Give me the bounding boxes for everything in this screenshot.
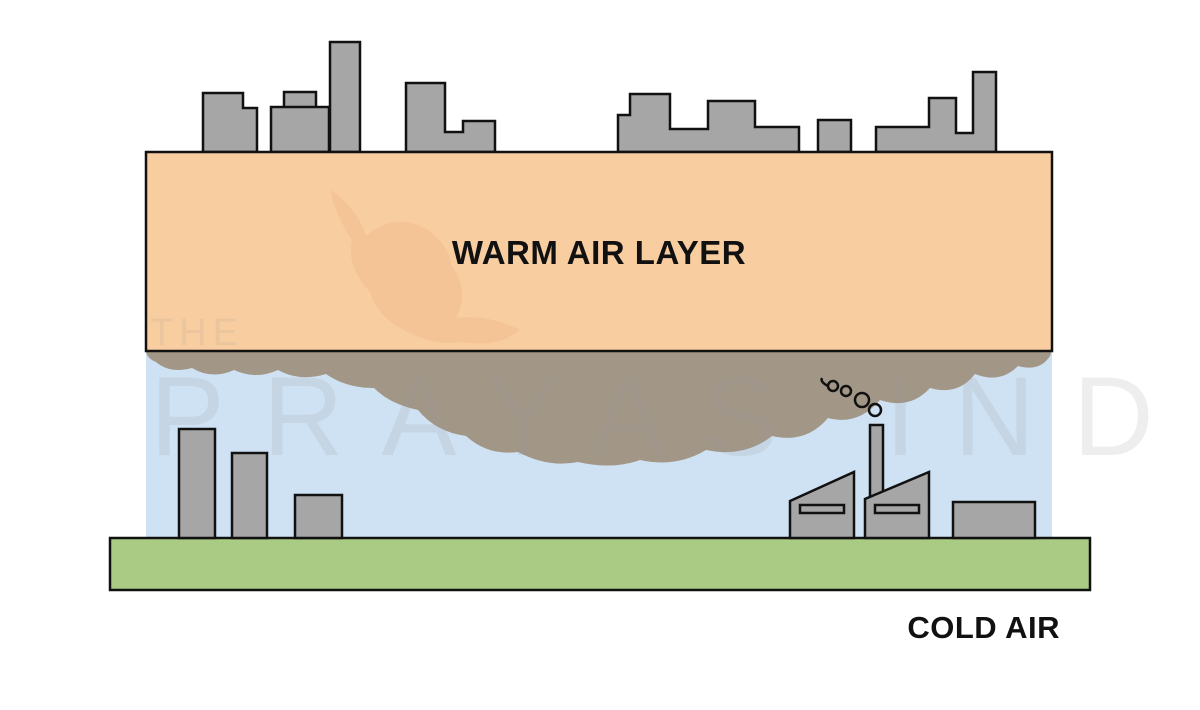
factory xyxy=(788,423,931,540)
factory-window xyxy=(873,503,921,515)
building xyxy=(404,81,497,154)
smoke-puff xyxy=(867,402,883,418)
building xyxy=(230,451,269,540)
smoke-puff xyxy=(839,384,853,398)
warm-air-layer-label: WARM AIR LAYER xyxy=(451,234,747,271)
building xyxy=(282,90,318,110)
building xyxy=(201,91,259,154)
factory-window xyxy=(798,503,846,515)
trapped-smog-cloud xyxy=(146,350,1052,466)
ground-buildings xyxy=(177,427,1037,540)
chimney-smoke xyxy=(820,377,883,418)
cold-air-label: COLD AIR xyxy=(907,610,1060,645)
building xyxy=(616,92,801,154)
watermark-text: PRAYAS INDIA xyxy=(150,354,1200,479)
building xyxy=(951,500,1037,540)
building xyxy=(328,40,362,154)
smoke-curl xyxy=(820,377,829,388)
watermark-emblem-shape xyxy=(330,190,520,344)
warm-air-layer xyxy=(144,150,1054,353)
building xyxy=(177,427,217,540)
building xyxy=(269,105,331,154)
building xyxy=(874,70,998,154)
watermark-text-the: THE xyxy=(150,312,244,354)
smoke-puff xyxy=(853,391,871,409)
building xyxy=(816,118,853,154)
ground xyxy=(108,536,1092,592)
rooftop-skyline xyxy=(201,40,998,154)
building xyxy=(293,493,344,540)
